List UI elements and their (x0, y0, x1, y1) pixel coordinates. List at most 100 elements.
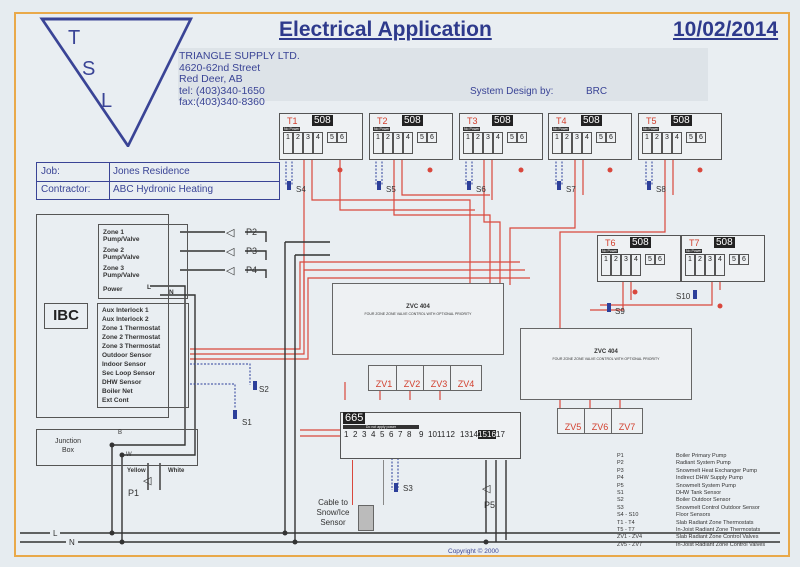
legend-key: P1 (617, 453, 624, 459)
wire-w-label: W (126, 452, 132, 458)
legend-desc: In-Joist Radiant Zone Control Valves (676, 541, 766, 548)
design-label: System Design by: (470, 86, 554, 97)
terminal: 2 (652, 132, 662, 154)
logo-letter-l: L (101, 90, 113, 112)
thermostat-label: T1 (287, 116, 298, 126)
terminal: 6 (739, 254, 749, 265)
terminal: 5 (507, 132, 517, 143)
pump-label-p4: P4 (246, 265, 258, 275)
terminal: 13 (460, 430, 469, 439)
terminal: 10 (428, 430, 437, 439)
terminal: 6 (696, 132, 706, 143)
pump-icon: ◁ (226, 246, 235, 258)
terminal: 3 (705, 254, 715, 276)
sensor-label: S4 (296, 185, 306, 194)
terminal: 5 (380, 430, 385, 439)
legend-key: T5 - T7 (617, 527, 635, 534)
contractor-label: Contractor: (41, 184, 91, 195)
floor-sensor-icon (557, 181, 561, 190)
page-title: Electrical Application (279, 18, 492, 41)
pump-label-p2: P2 (246, 227, 258, 237)
zvc-subtitle: FOUR ZONE ZONE VALVE CONTROL WITH OPTION… (552, 357, 660, 361)
terminal: 3 (621, 254, 631, 276)
thermostat-label: T4 (556, 116, 567, 126)
wire-white-label: White (168, 468, 185, 474)
sensor-label: S9 (615, 307, 625, 316)
tsl-logo (39, 17, 194, 147)
outdoor-sensor-icon (253, 381, 257, 390)
terminal: 2 (611, 254, 621, 276)
company-name: TRIANGLE SUPPLY LTD. (179, 50, 300, 62)
sensor-label: S7 (566, 185, 576, 194)
legend-key: S1 (617, 490, 624, 497)
contractor-row: Contractor: ABC Hydronic Heating (37, 181, 279, 199)
sensor-label-s3: S3 (403, 484, 413, 493)
terminal: 2 (695, 254, 705, 276)
company-fax: fax:(403)340-8360 (179, 96, 265, 109)
no-power-label: No Power (642, 127, 660, 131)
legend-key: P2 (617, 460, 624, 467)
terminal: 1 (373, 132, 383, 154)
zone-valve-label: ZV4 (457, 379, 475, 389)
thermostat-label: T7 (689, 238, 700, 248)
legend-desc: Slab Radiant Zone Thermostats (676, 519, 754, 526)
pump-label-p1: P1 (128, 488, 140, 498)
terminal: 4 (631, 254, 641, 276)
ibc-outputs-panel: Zone 1 Pump/Valve Zone 2 Pump/Valve Zone… (98, 224, 188, 299)
snowmelt-sensor-icon (394, 483, 398, 492)
zvc-subtitle: FOUR ZONE ZONE VALVE CONTROL WITH OPTION… (364, 312, 472, 316)
terminal: 1 (552, 132, 562, 154)
legend-desc: Slab Radiant Zone Control Valves (676, 534, 759, 541)
terminal: 3 (662, 132, 672, 154)
terminal: 4 (715, 254, 725, 276)
pump-icon: ◁ (226, 227, 235, 239)
terminal: 1 (685, 254, 695, 276)
junction-dots (109, 442, 489, 545)
job-value: Jones Residence (113, 166, 190, 177)
zone-valve-label: ZV3 (430, 379, 448, 389)
legend-desc: In-Joist Radiant Zone Thermostats (676, 527, 761, 534)
snowmelt-control-665: 665 Do not apply power 1 2 3 4 5 6 7 8 9… (340, 412, 521, 459)
ibc-output: Zone 3 Pump/Valve (103, 265, 140, 279)
mains-line-label: L (50, 529, 61, 538)
terminal: 4 (493, 132, 503, 154)
floor-sensor-icon (467, 181, 471, 190)
legend-desc: DHW Tank Sensor (676, 490, 722, 497)
zvc-controller-1: ZVC 404 FOUR ZONE ZONE VALVE CONTROL WIT… (332, 283, 504, 355)
terminal: 5 (596, 132, 606, 143)
terminal: 17 (496, 430, 505, 439)
ibc-inputs-panel: Aux Interlock 1 Aux Interlock 2 Zone 1 T… (97, 303, 189, 408)
job-table: Job: Jones Residence Contractor: ABC Hyd… (36, 162, 280, 200)
floor-sensor-icon (377, 181, 381, 190)
logo-letter-t: T (68, 27, 81, 49)
ibc-input: Aux Interlock 2 (102, 316, 149, 323)
no-power-label: No Power (552, 127, 570, 131)
drawing-date: 10/02/2014 (673, 18, 779, 41)
ibc-input: DHW Sensor (102, 379, 142, 386)
terminal: 6 (427, 132, 437, 143)
ibc-label: IBC (44, 303, 88, 329)
sensor-label-s1: S1 (242, 418, 252, 427)
zone-valve-zv2: ZV2 (396, 365, 428, 391)
terminal: 1 (463, 132, 473, 154)
terminal: 2 (473, 132, 483, 154)
ibc-input: Zone 1 Thermostat (102, 325, 161, 332)
no-power-label: No Power (685, 249, 703, 253)
contractor-value: ABC Hydronic Heating (113, 184, 214, 195)
thermostat-model: 508 (402, 115, 423, 126)
thermostat-model: 508 (492, 115, 513, 126)
terminal: 8 (407, 430, 412, 439)
terminal: 3 (483, 132, 493, 154)
legend-keys: P1 P2 P3 P4 P5 S1 S2 S3 S4 - S10 T1 - T4… (617, 453, 642, 549)
legend-key: T1 - T4 (617, 519, 635, 526)
terminal: 5 (417, 132, 427, 143)
legend-desc: Boiler Primary Pump (676, 453, 727, 459)
ibc-power-l: L (147, 284, 151, 291)
terminal: 6 (655, 254, 665, 265)
company-street: 4620-62nd Street (179, 61, 261, 74)
legend-key: ZV1 - ZV4 (617, 534, 643, 541)
